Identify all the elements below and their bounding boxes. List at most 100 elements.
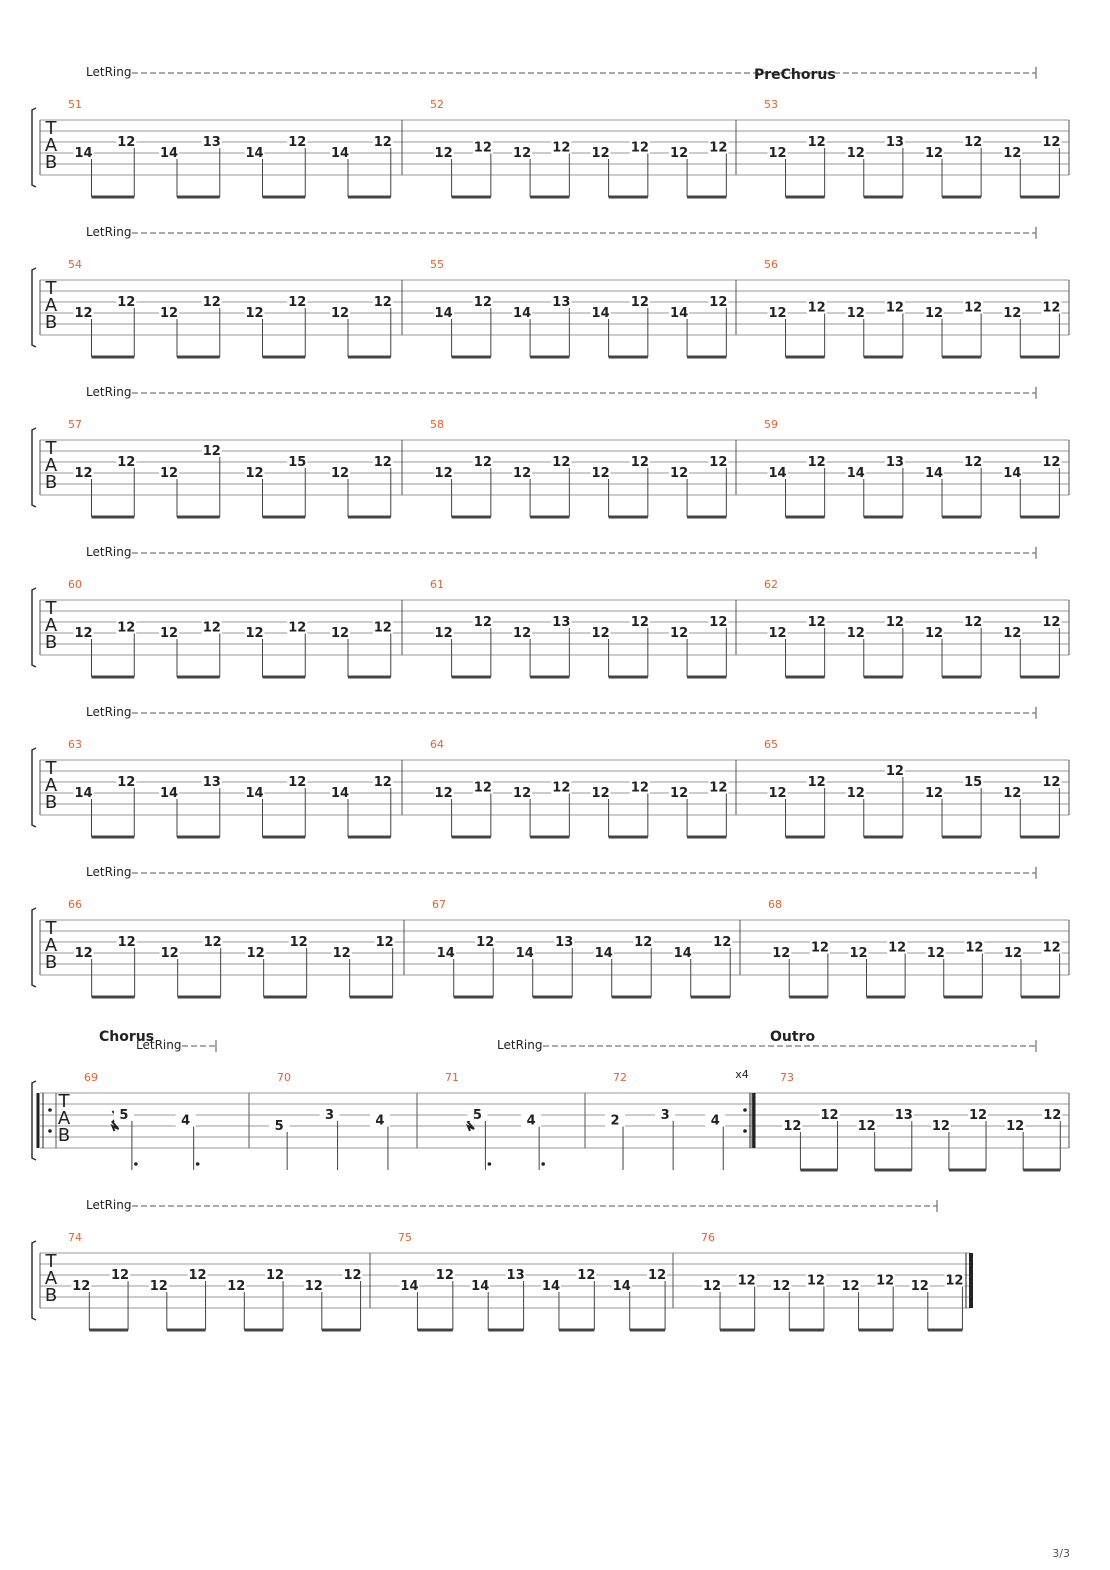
fret-number: 12 [772,1279,790,1294]
fret-number: 14 [513,306,531,321]
section-marker: PreChorus [754,67,836,83]
fret-number: 12 [74,466,92,481]
fret-number: 12 [204,935,222,950]
fret-bg [374,935,395,948]
fret-bg [512,626,533,639]
fret-number: 14 [435,306,453,321]
fret-number: 12 [592,146,610,161]
let-ring-label: LetRing [86,705,131,719]
fret-bg [924,306,945,319]
fret-number: 12 [808,135,826,150]
fret-bg [159,786,180,799]
fret-number: 12 [344,1268,362,1283]
fret-bg [672,946,693,959]
fret-bg [399,1279,420,1292]
fret-number: 12 [709,615,727,630]
fret-bg [806,135,827,148]
fret-bg [554,935,575,948]
fret-number: 12 [634,935,652,950]
fret-number: 4 [181,1114,190,1129]
fret-number: 12 [631,615,649,630]
fret-number: 12 [247,946,265,961]
fret-number: 4 [711,1114,720,1129]
fret-bg [708,295,729,308]
fret-number: 14 [74,146,92,161]
fret-bg [269,1119,290,1132]
fret-number: 12 [911,1279,929,1294]
fret-bg [633,935,654,948]
fret-number: 12 [227,1279,245,1294]
fret-number: 12 [290,935,308,950]
measure-number: 59 [764,418,778,431]
fret-bg [968,1108,989,1121]
fret-bg [330,146,351,159]
tab-clef-letter: A [45,935,58,956]
fret-number: 12 [1006,1119,1024,1134]
fret-number: 12 [631,781,649,796]
tab-clef-letter: T [45,918,58,939]
measure-number: 66 [68,898,82,911]
let-ring-label: LetRing [136,1038,181,1052]
tab-clef-letter: T [45,758,58,779]
fret-bg [884,615,905,628]
fret-number: 12 [1042,615,1060,630]
fret-number: 12 [811,941,829,956]
fret-bg [712,935,733,948]
system-brace [31,907,37,988]
fret-number: 12 [927,946,945,961]
fret-number: 12 [964,301,982,316]
fret-bg [433,466,454,479]
fret-bg [116,455,137,468]
system-brace [31,1240,37,1321]
fret-bg [782,1119,803,1132]
fret-number: 12 [160,466,178,481]
fret-bg [372,620,393,634]
fret-number: 12 [847,306,865,321]
fret-number: 13 [552,295,570,310]
fret-bg [856,1119,877,1132]
fret-number: 12 [1004,946,1022,961]
fret-bg [512,466,533,479]
fret-bg [73,626,94,639]
tab-clef-letter: A [45,295,58,316]
fret-number: 12 [964,135,982,150]
fret-bg [287,775,308,788]
fret-bg [767,466,788,479]
fret-bg [963,775,984,788]
measure-number: 64 [430,738,444,751]
fret-bg [514,946,535,959]
fret-number: 15 [288,455,306,470]
fret-bg [708,455,729,468]
fret-number: 12 [945,1274,963,1289]
fret-number: 12 [592,466,610,481]
tab-clef-letter: B [45,632,57,653]
fret-bg [201,620,222,634]
let-ring-label: LetRing [86,865,131,879]
fret-bg [884,455,905,468]
fret-number: 12 [474,141,492,156]
fret-bg [629,140,650,154]
fret-number: 12 [925,626,943,641]
fret-number: 5 [119,1108,128,1123]
measure-number: 61 [430,578,444,591]
fret-bg [287,455,308,468]
fret-number: 12 [670,146,688,161]
let-ring-label: LetRing [86,385,131,399]
fret-bg [287,620,308,634]
fret-number: 12 [333,946,351,961]
fret-bg [472,780,493,794]
fret-number: 4 [375,1114,384,1129]
note-dot [541,1162,545,1166]
fret-number: 12 [75,946,93,961]
tab-clef-letter: A [45,135,58,156]
tab-clef-letter: B [45,1285,57,1306]
tab-clef-letter: B [45,472,57,493]
fret-bg [669,306,690,319]
fret-number: 12 [841,1279,859,1294]
fret-bg [159,946,180,959]
fret-bg [342,1268,363,1281]
fret-number: 12 [435,786,453,801]
fret-number: 12 [161,946,179,961]
fret-bg [924,466,945,479]
tab-clef-letter: T [45,118,58,139]
